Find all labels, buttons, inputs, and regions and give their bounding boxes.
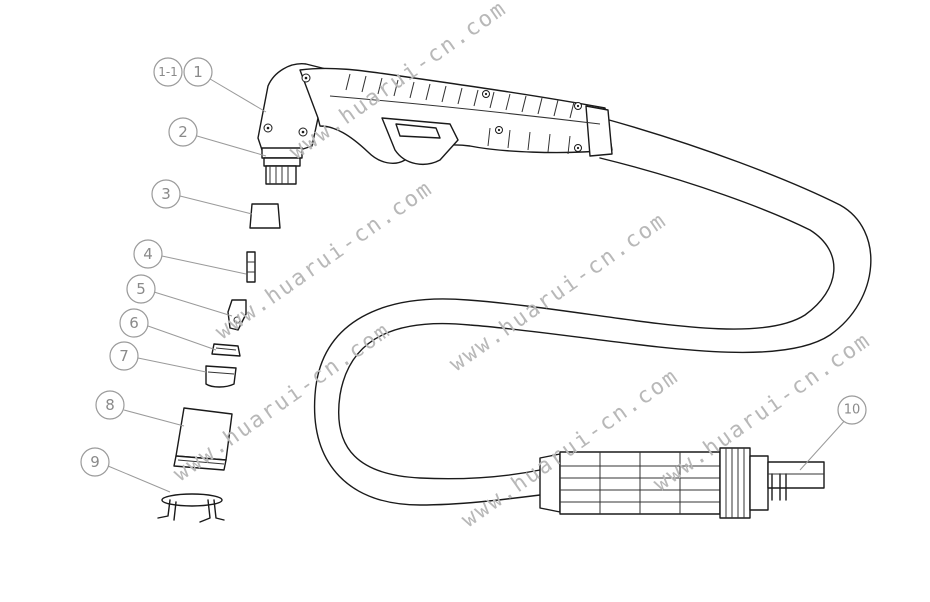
callout-label: 6 bbox=[129, 314, 139, 332]
part-3-insulator bbox=[249, 203, 281, 229]
callout-1: 1 bbox=[183, 57, 213, 87]
watermark: www.huarui-cn.com bbox=[445, 208, 672, 377]
callout-5: 5 bbox=[126, 274, 156, 304]
part-5-swirl-ring bbox=[227, 299, 247, 331]
part-8-shield-cup bbox=[173, 407, 233, 471]
callout-label: 4 bbox=[143, 245, 153, 263]
callout-label: 5 bbox=[136, 280, 146, 298]
callout-label: 3 bbox=[161, 185, 171, 203]
callout-6: 6 bbox=[119, 308, 149, 338]
watermark: www.huarui-cn.com bbox=[211, 176, 438, 345]
callout-label: 10 bbox=[844, 403, 861, 418]
callout-label: 7 bbox=[119, 347, 129, 365]
torch-handle bbox=[257, 63, 613, 166]
part-10-connector bbox=[539, 447, 825, 519]
callout-7: 7 bbox=[109, 341, 139, 371]
part-6-nozzle-ring bbox=[211, 343, 241, 357]
part-9-standoff-guide bbox=[157, 493, 225, 523]
callout-label: 2 bbox=[178, 123, 188, 141]
leader-lines bbox=[107, 75, 848, 493]
callout-10: 10 bbox=[837, 395, 867, 425]
callout-3: 3 bbox=[151, 179, 181, 209]
callout-1-1: 1-1 bbox=[153, 57, 183, 87]
callout-8: 8 bbox=[95, 390, 125, 420]
part-7-nozzle bbox=[205, 365, 237, 388]
callout-4: 4 bbox=[133, 239, 163, 269]
part-2-torch-body bbox=[261, 147, 303, 185]
part-4-electrode bbox=[246, 251, 256, 283]
cable-hose bbox=[313, 117, 872, 506]
callout-label: 9 bbox=[90, 453, 100, 471]
callout-label: 8 bbox=[105, 396, 115, 414]
callout-9: 9 bbox=[80, 447, 110, 477]
callout-2: 2 bbox=[168, 117, 198, 147]
callout-label: 1 bbox=[193, 63, 203, 81]
callout-label: 1-1 bbox=[158, 65, 178, 79]
callouts: 1-1 1 2 3 4 5 6 7 bbox=[80, 57, 867, 477]
